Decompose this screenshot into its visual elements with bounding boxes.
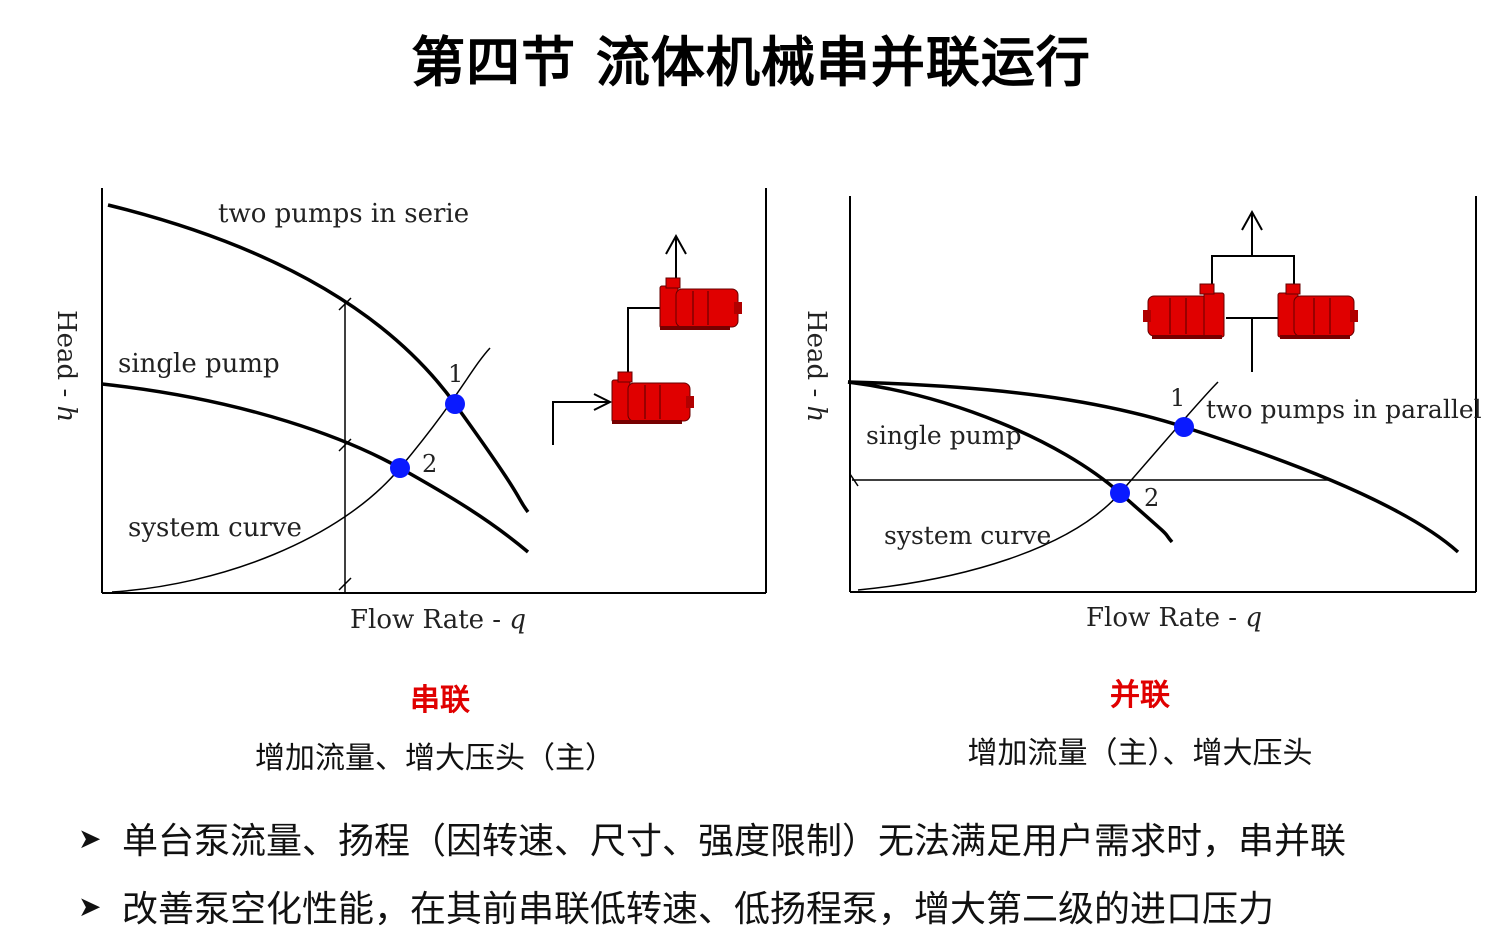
- parallel-inlet-pipe: [1226, 317, 1282, 372]
- parallel-caption-desc: 增加流量（主）、增大压头: [967, 736, 1313, 771]
- system-curve: [857, 381, 1219, 591]
- single-pump-curve: [101, 382, 530, 554]
- operating-point-1: [1174, 417, 1194, 437]
- arrowhead-bullet-icon: ➤: [78, 889, 102, 923]
- left-tick-mid: [338, 438, 352, 452]
- pump-icon: [611, 371, 694, 424]
- series-inlet-arrowhead: [593, 393, 613, 411]
- right-tick-left: [849, 473, 859, 487]
- system-curve-label: system curve: [884, 521, 1051, 550]
- series-diagram: 1 2 two pumps in serie single pump syste…: [51, 188, 767, 635]
- single-pump-label: single pump: [866, 421, 1021, 450]
- point-1-label: 1: [1170, 384, 1185, 412]
- bullet-item: ➤ 改善泵空化性能，在其前串联低转速、低扬程泵，增大第二级的进口压力: [78, 880, 1274, 932]
- bullet-item: ➤ 单台泵流量、扬程（因转速、尺寸、强度限制）无法满足用户需求时，串并联: [78, 812, 1346, 864]
- series-caption-title: 串联: [410, 683, 470, 718]
- operating-point-2: [390, 458, 410, 478]
- right-y-axis-label: Head - h: [801, 310, 831, 422]
- parallel-outlet-pipe: [1211, 255, 1295, 292]
- pump-icon: [1277, 283, 1358, 339]
- two-pumps-serie-label: two pumps in serie: [218, 199, 469, 229]
- left-x-axis-label: Flow Rate - q: [350, 605, 526, 635]
- parallel-caption-title: 并联: [1110, 678, 1170, 713]
- right-x-axis-label: Flow Rate - q: [1086, 603, 1262, 633]
- page-title: 第四节 流体机械串并联运行: [411, 31, 1091, 94]
- series-outlet-arrowhead: [665, 233, 687, 255]
- series-caption-desc: 增加流量、增大压头（主）: [255, 741, 615, 776]
- left-y-axis-label: Head - h: [51, 310, 81, 422]
- pump-icon: [1143, 283, 1225, 339]
- parallel-outlet-arrowhead: [1241, 209, 1263, 231]
- arrowhead-bullet-icon: ➤: [78, 821, 102, 855]
- parallel-diagram: 1 2 two pumps in parallel single pump sy…: [801, 196, 1482, 633]
- system-curve-label: system curve: [128, 513, 302, 543]
- left-tick-top: [338, 297, 352, 311]
- system-curve: [111, 347, 491, 593]
- series-inlet-pipe: [552, 401, 608, 445]
- two-pumps-parallel-label: two pumps in parallel: [1206, 395, 1482, 424]
- single-pump-curve: [847, 380, 1174, 544]
- left-tick-bottom: [338, 577, 352, 591]
- operating-point-1: [445, 394, 465, 414]
- point-2-label: 2: [422, 450, 437, 478]
- single-pump-label: single pump: [118, 349, 280, 379]
- bullet-text: 单台泵流量、扬程（因转速、尺寸、强度限制）无法满足用户需求时，串并联: [122, 821, 1347, 862]
- two-pumps-serie-curve: [107, 203, 530, 514]
- series-connecting-pipe: [627, 307, 662, 372]
- pump-icon: [659, 277, 742, 330]
- bullet-text: 改善泵空化性能，在其前串联低转速、低扬程泵，增大第二级的进口压力: [122, 889, 1275, 930]
- operating-point-2: [1110, 483, 1130, 503]
- point-2-label: 2: [1144, 484, 1159, 512]
- point-1-label: 1: [448, 360, 463, 388]
